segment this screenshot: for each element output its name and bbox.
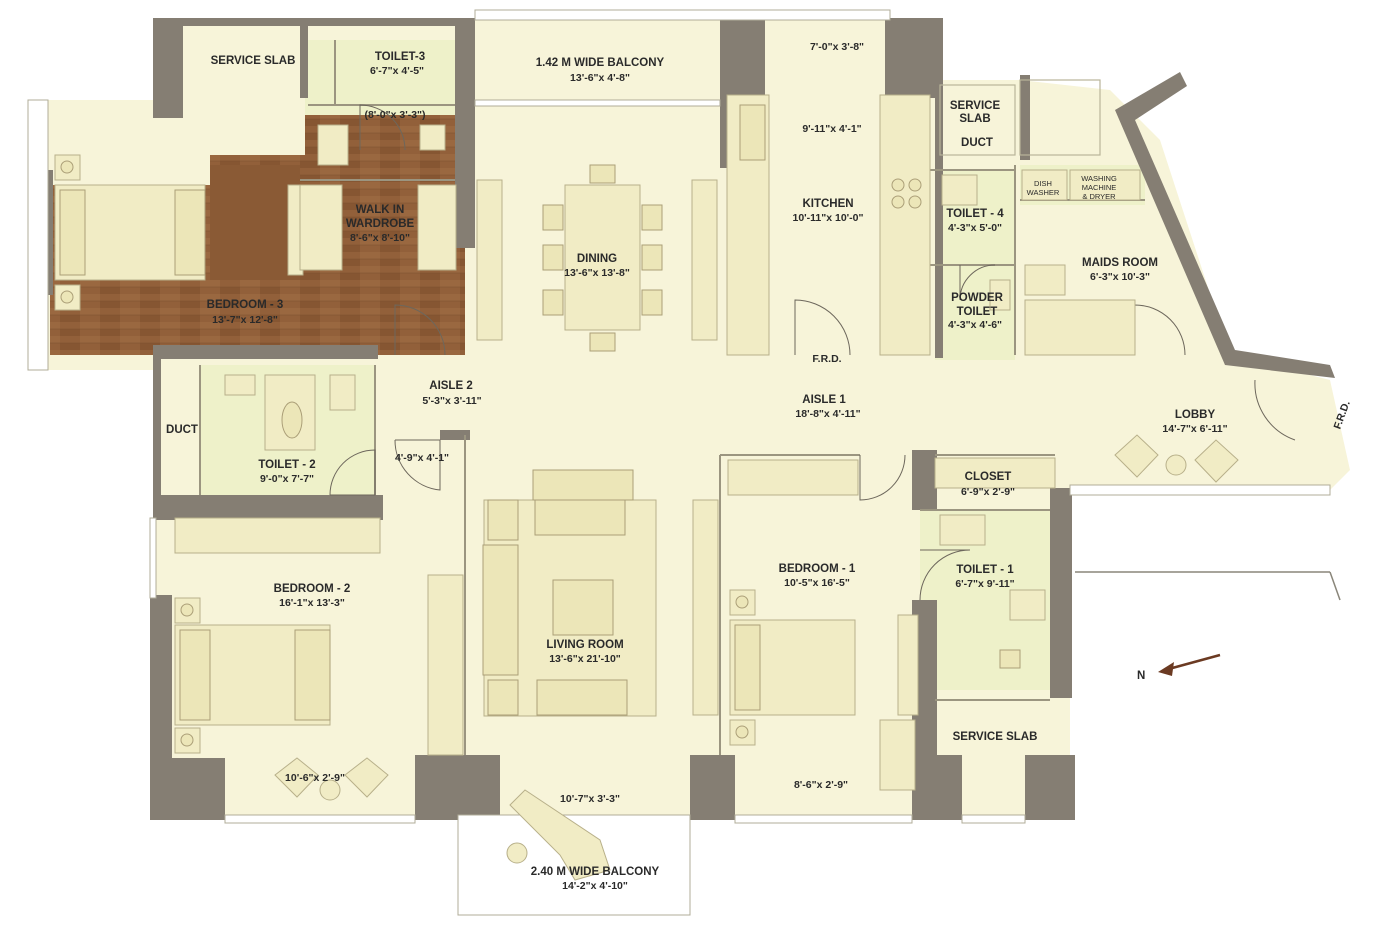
maids-room-dim: 6'-3"x 10'-3" bbox=[1090, 271, 1150, 283]
kitchen-dim: 10'-11"x 10'-0" bbox=[793, 212, 864, 224]
service-slab-1-label: SERVICE SLAB bbox=[211, 55, 296, 67]
powder-toilet-dim: 4'-3"x 4'-6" bbox=[948, 319, 1002, 331]
aisle-1-dim: 18'-8"x 4'-11" bbox=[795, 408, 860, 420]
bedroom-1-dim: 10'-5"x 16'-5" bbox=[784, 577, 850, 589]
aisle-2-label: AISLE 2 bbox=[429, 380, 472, 392]
living-room-label: LIVING ROOM bbox=[546, 639, 623, 651]
duct-top-label: DUCT bbox=[961, 137, 993, 149]
washing-machine-line3: & DRYER bbox=[1082, 192, 1116, 201]
toilet-2-dim-side: 4'-9"x 4'-1" bbox=[395, 452, 449, 464]
bedroom-2-dim-bottom: 10'-6"x 2'-9" bbox=[285, 772, 345, 784]
toilet-1-dim: 6'-7"x 9'-11" bbox=[955, 578, 1014, 590]
duct-left-label: DUCT bbox=[166, 424, 198, 436]
balcony-top-label: 1.42 M WIDE BALCONY bbox=[536, 57, 665, 69]
toilet-2-label: TOILET - 2 bbox=[258, 459, 315, 471]
washing-machine-line2: MACHINE bbox=[1082, 183, 1117, 192]
closet-dim: 6'-9"x 2'-9" bbox=[961, 486, 1015, 498]
aisle-1-label: AISLE 1 bbox=[802, 394, 846, 406]
kitchen-dim-top: 7'-0"x 3'-8" bbox=[810, 41, 864, 53]
bedroom-2-label: BEDROOM - 2 bbox=[274, 583, 351, 595]
powder-toilet-line2: TOILET bbox=[957, 306, 998, 318]
dish-washer-line2: WASHER bbox=[1027, 188, 1060, 197]
balcony-bottom-label: 2.40 M WIDE BALCONY bbox=[531, 866, 660, 878]
walk-in-wardrobe-dim: 8'-6"x 8'-10" bbox=[350, 232, 410, 244]
kitchen-label: KITCHEN bbox=[802, 198, 853, 210]
north-arrow: N bbox=[1137, 653, 1221, 682]
bedroom-1-dim-bottom: 8'-6"x 2'-9" bbox=[794, 779, 848, 791]
lobby-dim: 14'-7"x 6'-11" bbox=[1162, 423, 1227, 435]
kitchen-dim-mid: 9'-11"x 4'-1" bbox=[802, 123, 861, 135]
door-swings bbox=[329, 104, 1296, 601]
dining-dim: 13'-6"x 13'-8" bbox=[564, 267, 630, 279]
bedroom-1-label: BEDROOM - 1 bbox=[779, 563, 856, 575]
powder-toilet-line1: POWDER bbox=[951, 292, 1003, 304]
dish-washer-line1: DISH bbox=[1034, 179, 1052, 188]
walk-in-wardrobe-line2: WARDROBE bbox=[346, 218, 415, 230]
service-slab-3-label: SERVICE SLAB bbox=[953, 731, 1038, 743]
toilet-4-dim: 4'-3"x 5'-0" bbox=[948, 222, 1002, 234]
toilet-2-dim: 9'-0"x 7'-7" bbox=[260, 473, 314, 485]
toilet-4-label: TOILET - 4 bbox=[946, 208, 1004, 220]
north-label: N bbox=[1137, 670, 1145, 682]
service-slab-2-line1: SERVICE bbox=[950, 100, 1001, 112]
toilet-3-label: TOILET-3 bbox=[375, 51, 425, 63]
maids-room-label: MAIDS ROOM bbox=[1082, 257, 1158, 269]
toilet-3-dim: 6'-7"x 4'-5" bbox=[370, 65, 424, 77]
washing-machine-line1: WASHING bbox=[1081, 174, 1117, 183]
living-room-dim: 13'-6"x 21'-10" bbox=[549, 653, 621, 665]
dining-label: DINING bbox=[577, 253, 617, 265]
frd-1-label: F.R.D. bbox=[812, 353, 841, 365]
balcony-bottom-dim: 14'-2"x 4'-10" bbox=[562, 880, 628, 892]
lobby-label: LOBBY bbox=[1175, 409, 1216, 421]
closet-label: CLOSET bbox=[965, 471, 1012, 483]
furniture bbox=[54, 94, 1239, 881]
aisle-2-dim: 5'-3"x 3'-11" bbox=[422, 395, 481, 407]
toilet-3-dim2: (8'-0"x 3'-3") bbox=[364, 109, 425, 121]
bedroom-3-dim: 13'-7"x 12'-8" bbox=[212, 314, 278, 326]
walk-in-wardrobe-line1: WALK IN bbox=[356, 204, 405, 216]
balcony-bottom-dim-top: 10'-7"x 3'-3" bbox=[560, 793, 620, 805]
balcony-top-dim: 13'-6"x 4'-8" bbox=[570, 72, 630, 84]
bedroom-2-dim: 16'-1"x 13'-3" bbox=[279, 597, 345, 609]
toilet-1-label: TOILET - 1 bbox=[956, 564, 1014, 576]
room-labels: SERVICE SLAB TOILET-3 6'-7"x 4'-5" (8'-0… bbox=[166, 41, 1353, 892]
service-slab-2-line2: SLAB bbox=[959, 113, 990, 125]
bedroom-3-label: BEDROOM - 3 bbox=[207, 299, 284, 311]
